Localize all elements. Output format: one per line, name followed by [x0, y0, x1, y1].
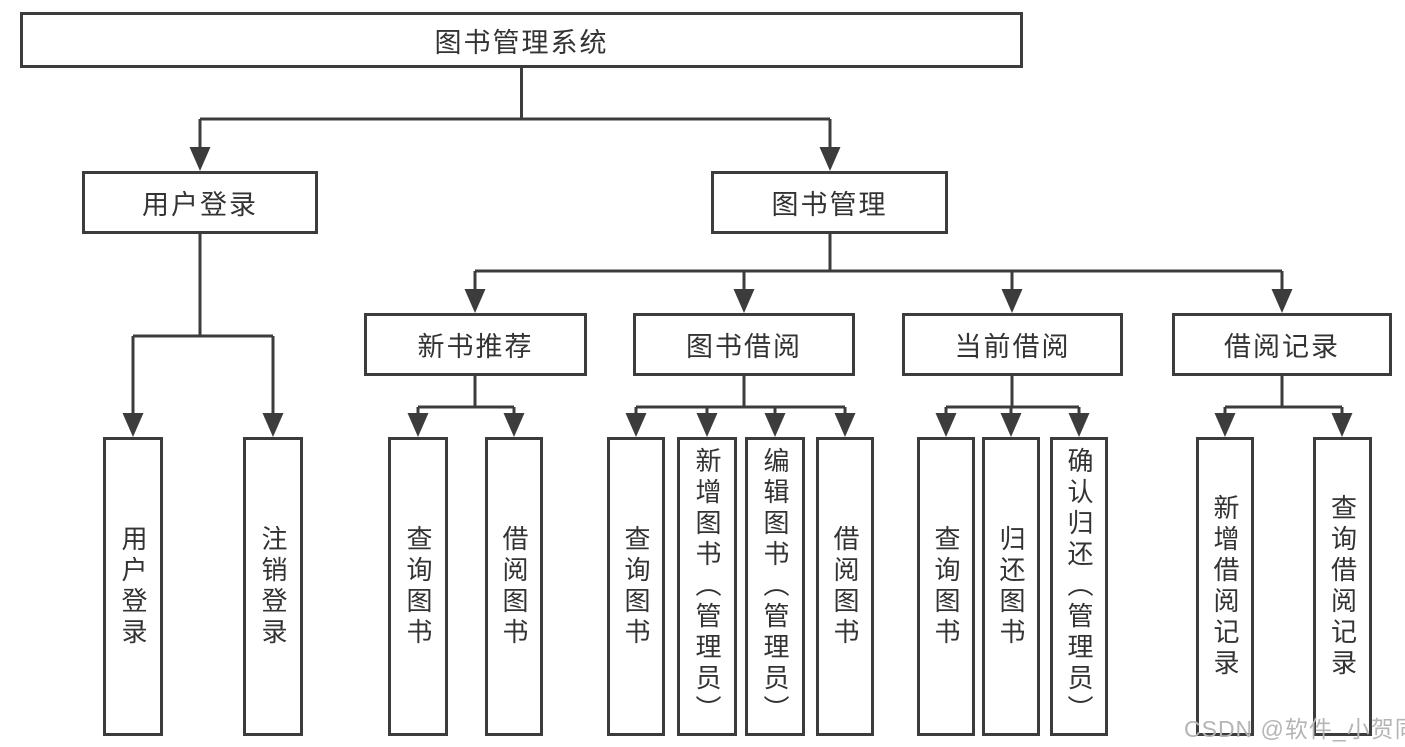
arrow-icon	[1001, 289, 1023, 313]
node-book-management-branch: 图书管理	[711, 171, 948, 234]
node-leaf-edit-book-admin: 编辑图书（管理员）	[745, 437, 805, 736]
arrow-icon	[1000, 413, 1022, 437]
arrow-icon	[764, 413, 786, 437]
arrow-icon	[1271, 289, 1293, 313]
node-label: 查询图书	[403, 524, 433, 649]
node-leaf-query-books-2: 查询图书	[607, 437, 665, 736]
node-label: 注销登录	[258, 524, 288, 649]
node-label: 借阅图书	[499, 524, 529, 649]
node-user-login-branch: 用户登录	[82, 171, 318, 234]
node-root-system: 图书管理系统	[20, 12, 1023, 68]
node-leaf-logout: 注销登录	[243, 437, 303, 736]
node-book-borrowing: 图书借阅	[633, 313, 855, 376]
node-label: 新增借阅记录	[1210, 493, 1240, 680]
node-label: 用户登录	[118, 524, 148, 649]
node-leaf-query-books-1: 查询图书	[388, 437, 448, 736]
arrow-icon	[625, 413, 647, 437]
connector-paths	[131, 68, 1344, 414]
node-leaf-query-borrow-record: 查询借阅记录	[1313, 437, 1372, 736]
node-label: 借阅图书	[830, 524, 860, 649]
node-leaf-borrow-books-2: 借阅图书	[816, 437, 874, 736]
node-label: 查询图书	[931, 524, 961, 649]
arrowheads	[122, 147, 1353, 437]
arrow-icon	[1331, 413, 1353, 437]
node-label: 归还图书	[996, 524, 1026, 649]
arrow-icon	[122, 413, 144, 437]
arrow-icon	[262, 413, 284, 437]
node-leaf-borrow-books-1: 借阅图书	[485, 437, 543, 736]
node-leaf-return-book: 归还图书	[982, 437, 1040, 736]
node-label: 图书借阅	[686, 332, 802, 362]
node-leaf-add-book-admin: 新增图书（管理员）	[677, 437, 737, 736]
arrow-icon	[1214, 413, 1236, 437]
node-label: 新增图书（管理员）	[692, 447, 722, 726]
arrow-icon	[407, 413, 429, 437]
arrow-icon	[733, 289, 755, 313]
arrow-icon	[1068, 413, 1090, 437]
node-label: 查询图书	[621, 524, 651, 649]
arrow-icon	[834, 413, 856, 437]
node-borrow-records: 借阅记录	[1172, 313, 1392, 376]
arrow-icon	[696, 413, 718, 437]
node-label: 图书管理系统	[434, 27, 609, 58]
watermark-text: CSDN @软件_小贺同学	[1184, 716, 1405, 742]
arrow-icon	[819, 147, 841, 171]
arrow-icon	[464, 289, 486, 313]
arrow-icon	[935, 413, 957, 437]
node-label: 编辑图书（管理员）	[760, 447, 790, 726]
arrow-icon	[503, 413, 525, 437]
node-label: 用户登录	[142, 190, 258, 220]
arrow-icon	[189, 147, 211, 171]
node-label: 新书推荐	[417, 332, 534, 362]
node-leaf-query-books-3: 查询图书	[917, 437, 975, 736]
node-current-borrowing: 当前借阅	[902, 313, 1123, 376]
node-label: 查询借阅记录	[1327, 493, 1358, 680]
node-label: 图书管理	[771, 190, 888, 220]
node-label: 确认归还（管理员）	[1064, 447, 1094, 726]
node-leaf-user-login: 用户登录	[103, 437, 163, 736]
node-new-book-recommend: 新书推荐	[364, 313, 587, 376]
node-label: 当前借阅	[954, 332, 1071, 362]
node-leaf-confirm-return-admin: 确认归还（管理员）	[1050, 437, 1108, 736]
node-label: 借阅记录	[1224, 332, 1340, 362]
node-leaf-add-borrow-record: 新增借阅记录	[1196, 437, 1254, 736]
